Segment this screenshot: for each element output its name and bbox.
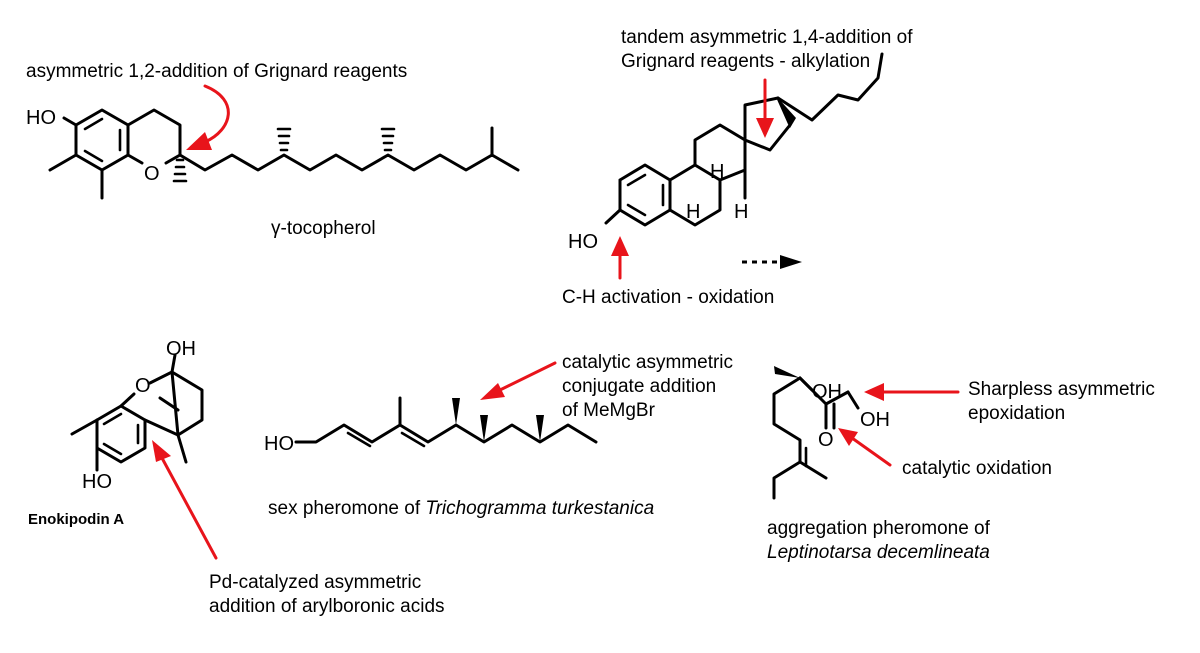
steroid-bottom-red-arrow	[611, 236, 629, 280]
chain-hashed-methyl-2	[380, 127, 396, 152]
steroid-annotation-bottom: C-H activation - oxidation	[562, 287, 774, 308]
enokipodin-annotation-line2: addition of arylboronic acids	[209, 596, 445, 617]
sex-pheromone-species: Trichogramma turkestanica	[425, 498, 654, 519]
steroid-structure: H H H HO	[568, 52, 884, 253]
steroid-h-8: H	[710, 161, 724, 183]
enokipodin-red-arrow	[152, 440, 218, 560]
catalytic-oxidation-annotation: catalytic oxidation	[902, 458, 1052, 479]
sex-pheromone-red-arrow	[480, 361, 557, 400]
steroid-h-9: H	[686, 201, 700, 223]
aggregation-name-line1: aggregation pheromone of	[767, 518, 991, 539]
sex-pheromone-annotation-line3: of MeMgBr	[562, 400, 656, 421]
steroid-h-14: H	[734, 201, 748, 223]
aggregation-oh-label-2: OH	[860, 409, 890, 431]
dashed-arrow	[742, 255, 802, 269]
enokipodin-name: Enokipodin A	[28, 511, 124, 528]
sex-pheromone-name-prefix: sex pheromone of	[268, 498, 425, 519]
aggregation-o-label: O	[818, 429, 834, 451]
sex-pheromone-structure: HO	[264, 396, 598, 455]
sharpless-annotation-line2: epoxidation	[968, 403, 1065, 424]
chain-hashed-methyl-1	[276, 127, 292, 152]
sex-pheromone-ho-label: HO	[264, 433, 294, 455]
tocopherol-structure: HO O	[26, 107, 520, 200]
aggregation-oh-label-1: OH	[812, 381, 842, 403]
catalytic-oxidation-red-arrow	[838, 428, 892, 467]
sex-pheromone-annotation-line1: catalytic asymmetric	[562, 352, 733, 373]
steroid-top-red-arrow	[756, 78, 774, 138]
aggregation-pheromone-structure: OH O OH	[772, 366, 890, 500]
enokipodin-structure: O OH HO	[70, 338, 204, 493]
tocopherol-o-label: O	[144, 163, 160, 185]
sex-pheromone-annotation-line2: conjugate addition	[562, 376, 716, 397]
c2-hashed-methyl	[172, 158, 188, 183]
steroid-ho-label: HO	[568, 231, 598, 253]
enokipodin-annotation-line1: Pd-catalyzed asymmetric	[209, 572, 421, 593]
sharpless-red-arrow	[864, 383, 960, 401]
sharpless-annotation-line1: Sharpless asymmetric	[968, 379, 1155, 400]
tocopherol-red-arrow	[186, 84, 230, 150]
aggregation-name-species: Leptinotarsa decemlineata	[767, 542, 990, 563]
enokipodin-oh-label: OH	[166, 338, 196, 360]
tocopherol-annotation: asymmetric 1,2-addition of Grignard reag…	[26, 61, 407, 82]
tocopherol-ho-label: HO	[26, 107, 56, 129]
steroid-annotation-line1: tandem asymmetric 1,4-addition of	[621, 27, 913, 48]
steroid-annotation-line2: Grignard reagents - alkylation	[621, 51, 870, 72]
enokipodin-o-label: O	[135, 375, 151, 397]
sex-pheromone-name: sex pheromone of Trichogramma turkestani…	[268, 498, 654, 519]
tocopherol-name: γ-tocopherol	[271, 218, 376, 239]
enokipodin-ho-label: HO	[82, 471, 112, 493]
